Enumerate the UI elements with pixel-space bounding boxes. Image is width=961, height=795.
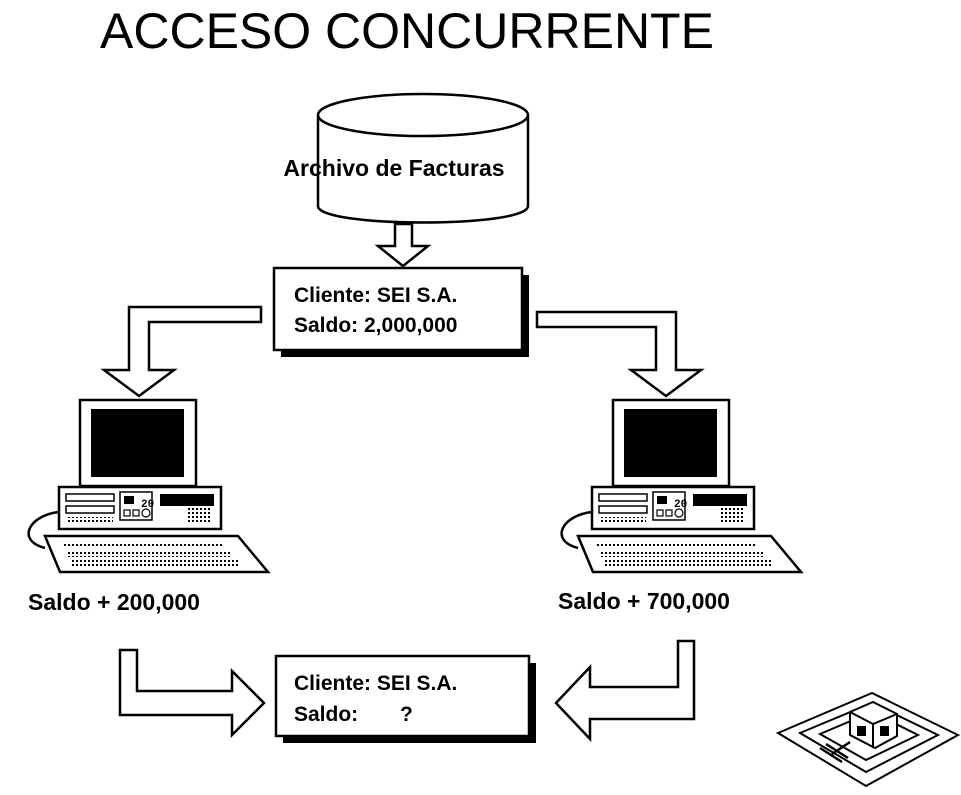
right-left-arrow-icon [554,639,696,743]
svg-text:20: 20 [674,499,687,511]
page-title: ACCESO CONCURRENTE [100,3,714,59]
bottom-record-balance-value: ? [400,703,413,726]
top-record-client: Cliente: SEI S.A. [294,284,457,307]
down-arrow-icon [374,222,432,268]
pyramid-logo [775,691,961,788]
right-computer-icon: 20 [560,398,804,574]
right-update-label: Saldo + 700,000 [558,588,730,614]
left-right-arrow-icon [118,648,266,739]
top-record-balance: Saldo: 2,000,000 [294,314,457,337]
top-record-box: Cliente: SEI S.A. Saldo: 2,000,000 [272,266,529,357]
database-cylinder-icon [316,92,530,224]
bottom-record-client: Cliente: SEI S.A. [294,672,457,695]
left-update-label: Saldo + 200,000 [28,589,200,615]
bottom-record-balance-label: Saldo: [294,703,358,726]
database-label: Archivo de Facturas [283,155,504,181]
right-down-arrow-icon [535,310,705,398]
svg-text:20: 20 [141,499,154,511]
bottom-record-box: Cliente: SEI S.A. Saldo: ? [274,654,536,743]
left-computer-icon: 20 [27,398,271,574]
left-down-arrow-icon [100,305,263,398]
